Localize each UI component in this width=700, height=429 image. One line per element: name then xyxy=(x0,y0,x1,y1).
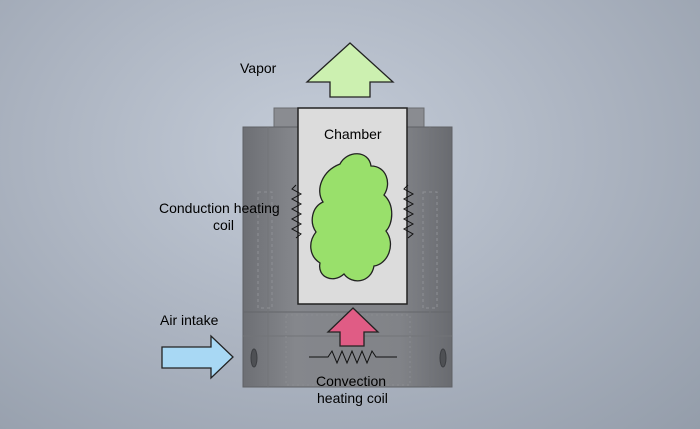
air-intake-label: Air intake xyxy=(160,312,219,328)
conduction-label-line2: coil xyxy=(213,217,235,233)
conduction-label-line1: Conduction heating xyxy=(159,200,280,216)
chamber-label: Chamber xyxy=(324,126,382,142)
air-intake-arrow-icon xyxy=(161,334,234,380)
left-conduction-coil-icon xyxy=(290,184,303,239)
convection-coil-icon xyxy=(309,349,397,365)
vapor-label: Vapor xyxy=(240,60,277,76)
convection-label-line1: Convection xyxy=(316,373,387,389)
herb-cloud-icon xyxy=(310,153,393,282)
right-conduction-coil-icon xyxy=(402,184,415,239)
left-port-icon xyxy=(250,348,258,368)
convection-arrow-icon xyxy=(326,307,380,347)
right-port-icon xyxy=(439,348,447,368)
vapor-arrow-icon xyxy=(305,42,395,98)
convection-label-line2: heating coil xyxy=(317,390,388,406)
